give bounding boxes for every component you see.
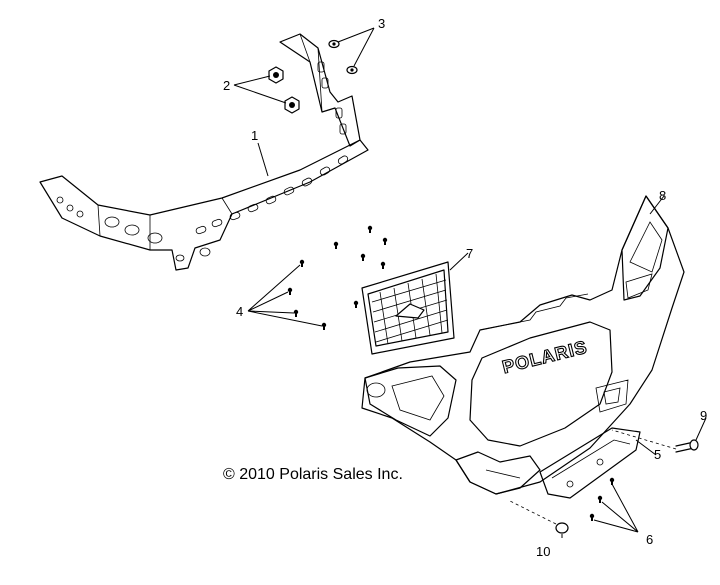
callout-labels: 1 2 3 4 5 6 7 8 9 10 bbox=[223, 16, 707, 559]
callout-2: 2 bbox=[223, 78, 230, 93]
callout-5: 5 bbox=[654, 447, 661, 462]
callout-3: 3 bbox=[378, 16, 385, 31]
callout-6: 6 bbox=[646, 532, 653, 547]
copyright-notice: © 2010 Polaris Sales Inc. bbox=[223, 466, 403, 483]
plate-screws bbox=[589, 477, 615, 521]
screw-set bbox=[287, 225, 388, 330]
callout-4: 4 bbox=[236, 304, 243, 319]
callout-8: 8 bbox=[659, 188, 666, 203]
lower-skid-plate bbox=[539, 427, 641, 499]
pin-9 bbox=[611, 429, 699, 453]
callout-7: 7 bbox=[466, 246, 473, 261]
pin-10 bbox=[507, 499, 569, 534]
callout-10: 10 bbox=[536, 544, 550, 559]
fascia-logo: POLARIS bbox=[500, 337, 589, 377]
bumper-bar bbox=[39, 33, 369, 271]
bolt-pair bbox=[328, 39, 358, 75]
front-fascia: POLARIS bbox=[361, 195, 685, 495]
leader-lines bbox=[233, 27, 707, 538]
front-grille bbox=[361, 261, 455, 355]
nut-pair bbox=[268, 66, 300, 114]
callout-9: 9 bbox=[700, 408, 707, 423]
callout-1: 1 bbox=[251, 128, 258, 143]
